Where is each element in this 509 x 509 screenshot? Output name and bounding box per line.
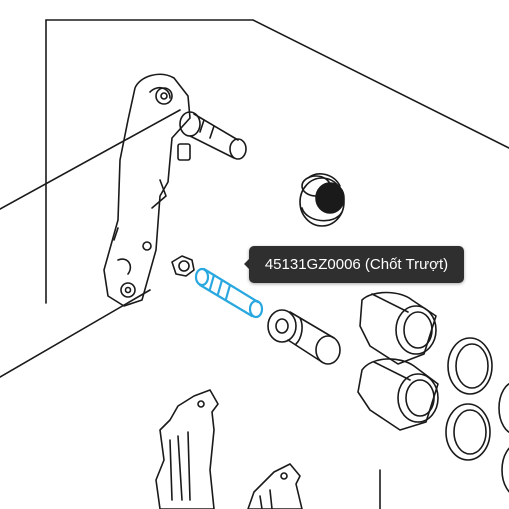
frame-outline [0, 19, 509, 509]
piston-upper[interactable] [359, 291, 437, 365]
rubber-boot[interactable] [299, 173, 345, 227]
caliper-bracket[interactable] [103, 73, 191, 307]
brake-pad-left[interactable] [155, 389, 219, 509]
sliding-pin-bolt[interactable] [267, 309, 341, 365]
small-nut[interactable] [171, 255, 195, 277]
highlighted-part-pin[interactable] [194, 267, 264, 319]
tooltip-arrow [244, 258, 250, 270]
tooltip-label: 45131GZ0006 (Chốt Trượt) [264, 256, 449, 273]
part-tooltip: 45131GZ0006 (Chốt Trượt) [249, 246, 464, 283]
bracket-guide-pin[interactable] [179, 111, 247, 160]
piston-lower[interactable] [357, 358, 439, 431]
brake-pad-right[interactable] [247, 463, 303, 509]
seal-rings[interactable] [445, 337, 509, 496]
